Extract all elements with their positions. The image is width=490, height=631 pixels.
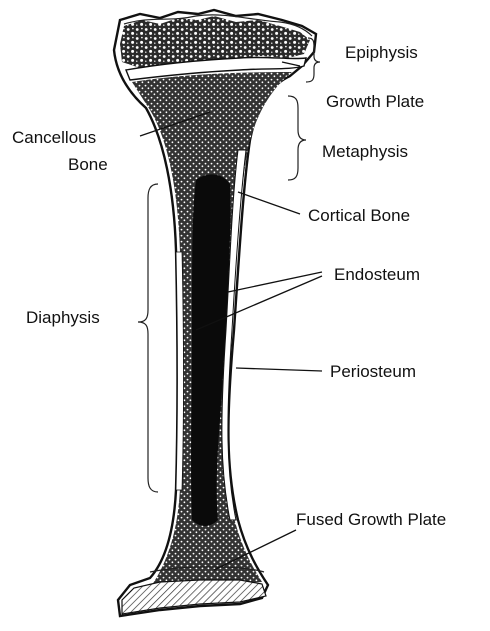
label-growth-plate: Growth Plate xyxy=(326,92,424,111)
label-endosteum: Endosteum xyxy=(334,265,420,284)
label-bone: Bone xyxy=(68,155,108,174)
bone xyxy=(114,10,316,616)
cortical-wall-left xyxy=(176,252,184,490)
leader-periosteum xyxy=(236,368,322,371)
brace-diaphysis xyxy=(138,184,158,492)
label-fused-growth-plate: Fused Growth Plate xyxy=(296,510,446,529)
label-periosteum: Periosteum xyxy=(330,362,416,381)
brace-metaphysis xyxy=(288,96,306,180)
label-cancellous: Cancellous xyxy=(12,128,96,147)
label-metaphysis: Metaphysis xyxy=(322,142,408,161)
label-diaphysis: Diaphysis xyxy=(26,308,100,327)
label-cortical-bone: Cortical Bone xyxy=(308,206,410,225)
label-epiphysis: Epiphysis xyxy=(345,43,418,62)
leader-cortical-bone xyxy=(238,192,300,214)
